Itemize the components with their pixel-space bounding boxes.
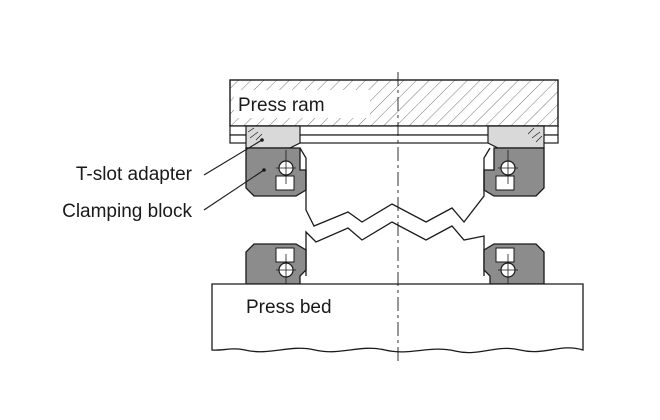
t-slot-adapter-leader [203, 139, 263, 176]
ram-plate [229, 125, 559, 144]
clamping-block-label: Clamping block [62, 201, 192, 222]
lower-die-body [305, 221, 485, 276]
t-slot-adapter-leader-dot [260, 138, 264, 142]
clamping-block-upper-left [245, 147, 307, 197]
clamping-block-upper-right [483, 147, 545, 197]
t-slot-adapter-label: T-slot adapter [76, 164, 193, 185]
press-ram [229, 79, 559, 127]
clamping-block-leader [203, 169, 265, 211]
clamping-block-leader-dot [262, 168, 266, 172]
clamping-block-lower-left [245, 243, 307, 285]
upper-die-body [299, 147, 491, 227]
press-bed-label: Press bed [246, 297, 332, 318]
clamping-block-lower-right [483, 243, 545, 285]
t-slot-adapter-right [487, 125, 545, 149]
press-ram-label: Press ram [238, 95, 325, 116]
press-bed [211, 283, 584, 354]
t-slot-adapter-left [245, 125, 301, 149]
